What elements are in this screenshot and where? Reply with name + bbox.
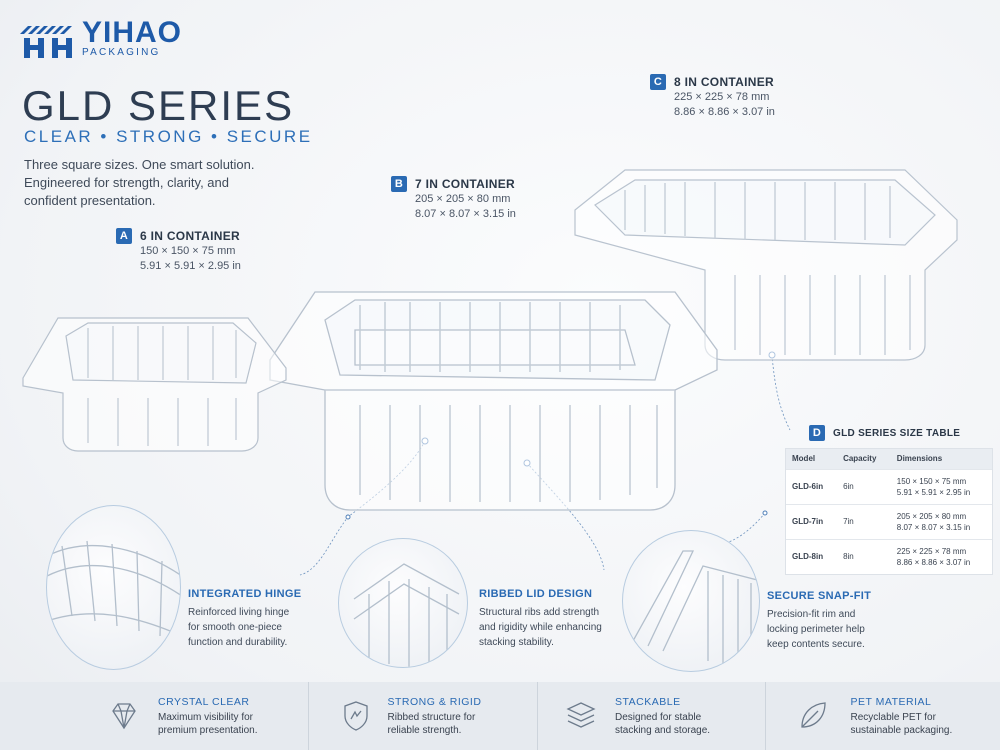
feature-title: RIBBED LID DESIGN	[479, 588, 593, 600]
leaf-icon	[800, 702, 826, 728]
feature-title: INTEGRATED HINGE	[188, 588, 302, 600]
cell-capacity: 7in	[837, 503, 891, 539]
table-header: Model	[786, 449, 838, 469]
benefit-title: STRONG & RIGID	[387, 695, 482, 708]
benefit-title: PET MATERIAL	[850, 695, 932, 708]
feature-title: SECURE SNAP-FIT	[767, 590, 872, 602]
container-7in-image	[269, 291, 718, 511]
tagline: CLEAR • STRONG • SECURE	[24, 127, 313, 146]
benefit-desc-line: Recyclable PET for	[850, 711, 936, 723]
intro-line: confident presentation.	[24, 193, 156, 208]
feature-desc-line: for smooth one-piece	[188, 622, 282, 633]
benefit-desc-line: premium presentation.	[158, 724, 258, 736]
label-container-b: B 7 IN CONTAINER 205 × 205 × 80 mm 8.07 ×…	[391, 176, 516, 222]
benefit-strong-rigid: STRONG & RIGID Ribbed structure for reli…	[307, 682, 538, 750]
container-imperial: 8.86 × 8.86 × 3.07 in	[674, 106, 775, 118]
benefit-pet-material: PET MATERIAL Recyclable PET for sustaina…	[764, 682, 1000, 750]
hinge-detail-art	[47, 540, 180, 637]
container-metric: 225 × 225 × 78 mm	[674, 91, 770, 103]
badge-a: A	[116, 228, 132, 244]
table-header: Dimensions	[890, 449, 992, 469]
container-8in-image	[574, 169, 958, 361]
benefit-desc-line: sustainable packaging.	[850, 724, 953, 736]
size-table-heading: D GLD SERIES SIZE TABLE	[809, 425, 960, 441]
benefit-desc-line: reliable strength.	[387, 724, 462, 736]
benefit-desc-line: Ribbed structure for	[387, 711, 476, 723]
feature-desc-line: Structural ribs add strength	[479, 607, 600, 618]
benefit-stackable: STACKABLE Designed for stable stacking a…	[537, 682, 765, 750]
feature-desc-line: function and durability.	[188, 637, 288, 648]
cell-capacity: 6in	[837, 468, 891, 504]
container-metric: 205 × 205 × 80 mm	[415, 193, 511, 205]
ribbed-lid-detail-image	[338, 538, 468, 668]
feature-desc-line: and rigidity while enhancing	[479, 622, 602, 633]
table-header: Capacity	[837, 449, 891, 469]
benefit-crystal-clear: CRYSTAL CLEAR Maximum visibility for pre…	[0, 682, 308, 750]
dim-metric: 205 × 205 × 80 mm	[896, 511, 967, 521]
size-table-title: GLD SERIES SIZE TABLE	[833, 427, 961, 439]
badge-c: C	[650, 74, 666, 90]
logo-mark-icon	[20, 26, 72, 58]
brand-name: YIHAO	[82, 16, 183, 49]
container-name: 8 IN CONTAINER	[674, 75, 774, 89]
intro-text: Three square sizes. One smart solution. …	[24, 156, 284, 210]
ribbed-lid-detail-art	[353, 563, 460, 667]
cell-model: GLD-6in	[786, 468, 838, 504]
intro-line: Three square sizes. One smart solution.	[24, 157, 255, 172]
benefit-desc-line: Designed for stable	[615, 711, 702, 723]
dim-imperial: 8.86 × 8.86 × 3.07 in	[896, 557, 971, 567]
container-imperial: 8.07 × 8.07 × 3.15 in	[415, 208, 516, 220]
snap-fit-detail-image	[622, 530, 760, 672]
badge-b: B	[391, 176, 407, 192]
snap-fit-detail-art	[632, 550, 759, 666]
dim-imperial: 5.91 × 5.91 × 2.95 in	[896, 487, 971, 497]
diamond-icon	[112, 703, 136, 730]
feature-desc-line: locking perimeter help	[767, 624, 865, 635]
label-container-c: C 8 IN CONTAINER 225 × 225 × 78 mm 8.86 ×…	[650, 74, 775, 120]
feature-desc-line: Reinforced living hinge	[188, 607, 290, 618]
feature-desc-line: Precision-fit rim and	[767, 609, 856, 620]
badge-d: D	[809, 425, 825, 441]
container-name: 6 IN CONTAINER	[140, 229, 240, 243]
hinge-detail-image	[46, 505, 181, 670]
size-table: Model Capacity Dimensions GLD-6in 6in 15…	[785, 448, 993, 575]
container-6in-image	[22, 317, 287, 452]
feature-ribbed-lid: RIBBED LID DESIGN Structural ribs add st…	[479, 588, 602, 650]
benefit-title: STACKABLE	[615, 695, 681, 708]
page-title: GLD SERIES	[22, 82, 295, 129]
dim-metric: 150 × 150 × 75 mm	[896, 476, 967, 486]
benefits-bar: CRYSTAL CLEAR Maximum visibility for pre…	[0, 682, 1000, 750]
benefit-title: CRYSTAL CLEAR	[158, 695, 250, 708]
cell-capacity: 8in	[837, 538, 891, 574]
cell-model: GLD-7in	[786, 503, 838, 539]
benefit-desc-line: Maximum visibility for	[158, 711, 254, 723]
cell-model: GLD-8in	[786, 538, 838, 574]
benefit-desc-line: stacking and storage.	[615, 724, 711, 736]
container-name: 7 IN CONTAINER	[415, 177, 515, 191]
feature-desc-line: keep contents secure.	[767, 639, 865, 650]
feature-snap-fit: SECURE SNAP-FIT Precision-fit rim and lo…	[767, 590, 871, 652]
shield-icon	[343, 701, 368, 731]
container-metric: 150 × 150 × 75 mm	[140, 245, 236, 257]
stack-layers-icon	[566, 702, 596, 728]
feature-desc-line: stacking stability.	[479, 637, 554, 648]
intro-line: Engineered for strength, clarity, and	[24, 175, 229, 190]
brand-logo: YIHAO PACKAGING	[18, 18, 182, 60]
feature-integrated-hinge: INTEGRATED HINGE Reinforced living hinge…	[188, 588, 301, 650]
dim-metric: 225 × 225 × 78 mm	[896, 546, 967, 556]
brand-sub: PACKAGING	[82, 47, 161, 58]
dim-imperial: 8.07 × 8.07 × 3.15 in	[896, 522, 971, 532]
container-imperial: 5.91 × 5.91 × 2.95 in	[140, 260, 241, 272]
label-container-a: A 6 IN CONTAINER 150 × 150 × 75 mm 5.91 ×…	[116, 228, 241, 274]
